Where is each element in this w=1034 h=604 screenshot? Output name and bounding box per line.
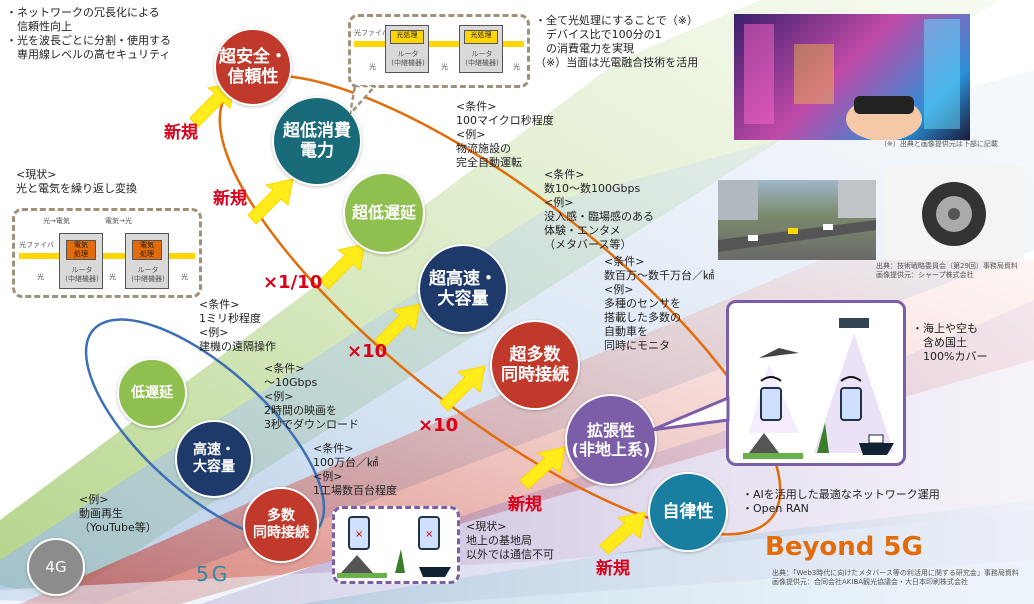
proc-label-2: 光処理 [464,30,498,44]
proc-label-1: 光処理 [390,30,424,44]
current-base-station-box: × × [332,506,460,584]
mobility-illustration [718,180,876,252]
router-label-1: ルータ (中継機器) [391,50,425,67]
phone-icon-1 [760,387,782,421]
circle-low-latency: 低遅延 [117,358,187,428]
credit-mobility: 出典：技術戦略委員会（第29回）事務局資料 画像提供元：シャープ株式会社 [876,262,1018,279]
ship-icon-small [419,567,451,577]
o2e-label: 光→電気 [43,217,70,225]
mountain-icon [749,433,779,453]
note-sea-coverage: ・海上や空も 含め国土 100%カバー [912,322,988,363]
new-label-1: 新規 [164,123,198,143]
note-current-conversion: <現状> 光と電気を繰り返し変換 [16,168,137,195]
palm-tree-icon [817,423,829,453]
ntn-illustration [743,318,894,459]
drone-icon [759,348,799,358]
metaverse-illustration [744,19,960,140]
multiplier-10-a: ×10 [347,341,388,362]
note-current-base-station: <現状> 地上の基地局 以外では通信不可 [466,520,554,561]
arrow-5 [439,365,486,412]
new-label-4: 新規 [596,559,630,579]
router-label-2: ルータ (中継機器) [465,50,499,67]
new-label-3: 新規 [508,495,542,515]
mountain-icon-small [341,555,373,573]
sensor-car-image [884,166,1024,260]
sensor-wheel-illustration [922,182,986,246]
base-station-illustration: × × [337,516,451,578]
new-label-2: 新規 [213,189,247,209]
note-low-power: ・全て光処理にすることで（※） デバイス比で100分の1 の消費電力を実現 （※… [535,14,699,69]
diagram-oe-conversion: 光→電気 電気→光 光ファイバ 電気 処理 ルータ (中継機器) 電気 処理 ル… [12,208,202,298]
svg-text:×: × [355,529,363,540]
ntn-callout [726,300,906,466]
arrow-6 [519,446,566,490]
light-left-1: 光 [37,273,44,281]
router-left-2: 電気 処理 ルータ (中継機器) [125,233,169,289]
circle-security: 超安全・ 信頼性 [214,28,292,106]
circle-high-capacity: 高速・ 大容量 [175,420,253,498]
cond-low-latency: <条件> 1ミリ秒程度 <例> 建機の遠隔操作 [199,298,276,353]
label-5g: 5G [196,562,231,586]
arrow-7 [599,511,646,555]
svg-text:×: × [425,529,433,540]
circle-ultra-high-capacity: 超高速・ 大容量 [418,244,508,334]
fiber-label: 光ファイバ [354,29,389,37]
circle-4g: 4G [27,538,85,596]
light-left-3: 光 [181,273,188,281]
router-left-1: 電気 処理 ルータ (中継機器) [59,233,103,289]
e2o-label: 電気→光 [105,217,132,225]
callout-tail-top [350,86,377,116]
arrow-3 [319,243,366,290]
cond-ultra-high-capacity: <条件> 数10～数100Gbps <例> 没入感・臨場感のある 体験・エンタメ… [544,168,654,251]
credit-metaverse: （※）出典と画像提供元は下部に記載 [880,140,998,148]
credit-bottom: 出典：「Web3時代に向けたメタバース等の利活用に関する研究会」事務局資料 画像… [772,569,1019,586]
fiber-label-left: 光ファイバ [19,241,54,249]
elec-proc-2: 電気 処理 [132,240,162,260]
circle-ultra-low-latency: 超低遅延 [343,172,425,254]
circle-expandability: 拡張性 (非地上系) [565,394,657,486]
router-left-label-2: ルータ (中継機器) [131,266,165,283]
router-left-label-1: ルータ (中継機器) [65,266,99,283]
circle-low-power: 超低消費 電力 [272,96,362,186]
light-left-2: 光 [109,273,116,281]
circle-multi-connection: 多数 同時接続 [243,487,319,563]
elec-proc-1: 電気 処理 [66,240,96,260]
arrow-2 [247,178,294,225]
light-label-3: 光 [513,63,520,71]
cond-high-capacity: <条件> ～10Gbps <例> 2時間の映画を 3秒でダウンロード [264,362,359,431]
diagram-all-optical: 光ファイバ 光処理 ルータ (中継機器) 光処理 ルータ (中継機器) 光 光 … [348,14,530,88]
note-security: ・ネットワークの冗長化による 信頼性向上 ・光を波長ごとに分割・使用する 専用線… [6,6,171,61]
mobility-image [718,180,876,260]
phone-icon-2 [840,387,862,421]
circle-ultra-multi: 超多数 同時接続 [490,320,580,410]
router-box-2: 光処理 ルータ (中継機器) [459,25,503,73]
ship-icon [859,443,894,455]
cond-ultra-multi: <条件> 数百万～数千万台／㎢ <例> 多種のセンサを 搭載した多数の 自動車を… [604,255,714,352]
callout-tail-ntn [651,395,730,432]
router-box-1: 光処理 ルータ (中継機器) [385,25,429,73]
multiplier-10-b: ×10 [418,415,459,436]
circle-autonomy: 自律性 [648,472,728,552]
palm-tree-icon-small [395,549,405,573]
note-ai-openran: ・AIを活用した最適なネットワーク運用 ・Open RAN [742,488,940,515]
fiber-line-left [19,253,195,259]
arrow-4 [374,303,421,350]
metaverse-image [734,14,970,140]
satellite-icon [839,318,869,328]
light-label-1: 光 [369,63,376,71]
example-4g: <例> 動画再生 （YouTube等） [79,493,157,534]
fiber-line [354,41,524,47]
phone-no-signal-icon-1 [348,516,370,550]
cond-multi: <条件> 100万台／㎢ <例> 1工場数百台程度 [313,442,397,497]
label-beyond-5g: Beyond 5G [765,532,923,562]
multiplier-1-10: ×1/10 [263,272,323,293]
phone-no-signal-icon-2 [418,516,440,550]
cond-ultra-low-latency: <条件> 100マイクロ秒程度 <例> 物流施設の 完全自動運転 [456,100,554,169]
light-label-2: 光 [441,63,448,71]
